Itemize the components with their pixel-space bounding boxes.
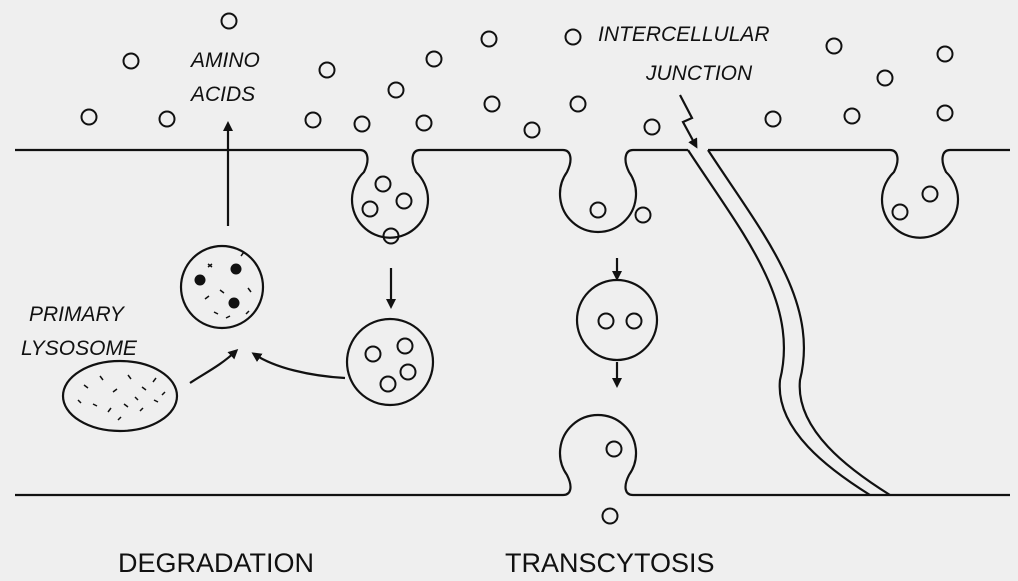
apical-membrane-right (708, 150, 1010, 238)
basolateral-membrane (15, 415, 1010, 495)
junction-pointer-arrow (680, 95, 696, 146)
apical-membrane-left (15, 150, 688, 238)
amino-acids-label-line2: ACIDS (189, 83, 255, 106)
degradation-heading: DEGRADATION (118, 548, 314, 578)
intercellular-junction-right-wall (708, 150, 890, 495)
secondary-lysosome-contents (195, 252, 252, 318)
primary-lysosome-label-line1: PRIMARY (29, 303, 126, 326)
primary-lysosome (63, 361, 177, 431)
vesicle-cargo-particles (363, 177, 938, 457)
intercellular-junction-label-line2: JUNCTION (645, 62, 753, 85)
vesicle-fusion-arrow (254, 354, 345, 378)
primary-lysosome-label-line2: LYSOSOME (21, 337, 138, 360)
intercellular-junction-left-wall (688, 150, 870, 495)
secondary-lysosome (181, 246, 263, 328)
lysosome-fusion-arrow (190, 351, 236, 383)
amino-acids-label-line1: AMINO (189, 49, 260, 72)
transcytosis-heading: TRANSCYTOSIS (505, 548, 715, 578)
intercellular-junction-label-line1: INTERCELLULAR (598, 23, 770, 46)
vesicle-transcytosis-middle (577, 280, 657, 360)
primary-lysosome-contents (78, 375, 165, 420)
